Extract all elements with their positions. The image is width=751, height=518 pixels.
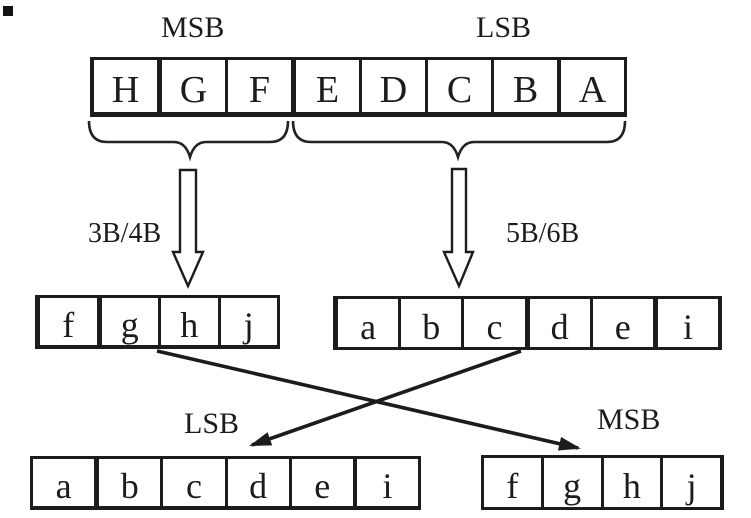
bit-cell-e: e [589,299,653,347]
bit-cell-g: g [96,298,159,345]
bit-cell-j: j [217,298,278,345]
msb-label-bottom: MSB [597,403,661,436]
bit-cell-b: b [94,459,160,506]
bit-cell-G: G [157,60,225,112]
bit-cell-a: a [360,306,377,347]
bit-cell-D: D [359,60,425,112]
bit-cell-b: b [398,299,461,347]
stray-mark [3,6,13,16]
output-lsb-row: a b c d e i [30,456,421,510]
bit-cell-c: c [160,459,224,506]
right-underbrace-icon [291,120,627,162]
encoder-5b6b-label: 5B/6B [506,218,580,249]
bit-cell-h: h [600,458,661,507]
left-underbrace-icon [87,120,290,162]
bit-cell-c: c [461,299,524,347]
bit-cell-A: A [557,60,624,112]
bit-cell-j: j [660,458,720,507]
bit-cell-g: g [540,458,601,507]
bit-cell-h: h [158,298,218,345]
encoder-3b4b-label: 3B/4B [88,218,162,249]
bit-cell-e: e [288,459,353,506]
output-msb-row: f g h j [481,455,724,510]
cross-arrow-to-lsb [249,349,522,447]
down-arrow-5b6b-icon [442,167,475,290]
bit-cell-C: C [425,60,491,112]
cross-arrow-to-msb [156,349,581,451]
lsb-label-top: LSB [476,11,532,44]
bit-cell-f: f [62,305,75,345]
bit-cell-d: d [224,459,289,506]
lsb-label-bottom: LSB [184,407,240,440]
bit-cell-E: E [291,60,359,112]
bit-cell-f: f [506,466,519,506]
bit-cell-a: a [55,466,72,506]
bit-cell-i: i [652,299,718,347]
down-arrow-3b4b-icon [171,168,205,289]
msb-label-top: MSB [161,11,225,44]
encoded-lsb-row: a b c d e i [333,296,722,350]
bit-cell-B: B [491,60,557,112]
bit-cell-H: H [111,68,140,111]
bit-cell-i: i [352,459,418,506]
encoded-msb-row: f g h j [35,295,280,349]
top-byte-row: H G F E D C B A [90,57,627,117]
bit-cell-d: d [524,299,590,347]
bit-cell-F: F [225,60,291,112]
